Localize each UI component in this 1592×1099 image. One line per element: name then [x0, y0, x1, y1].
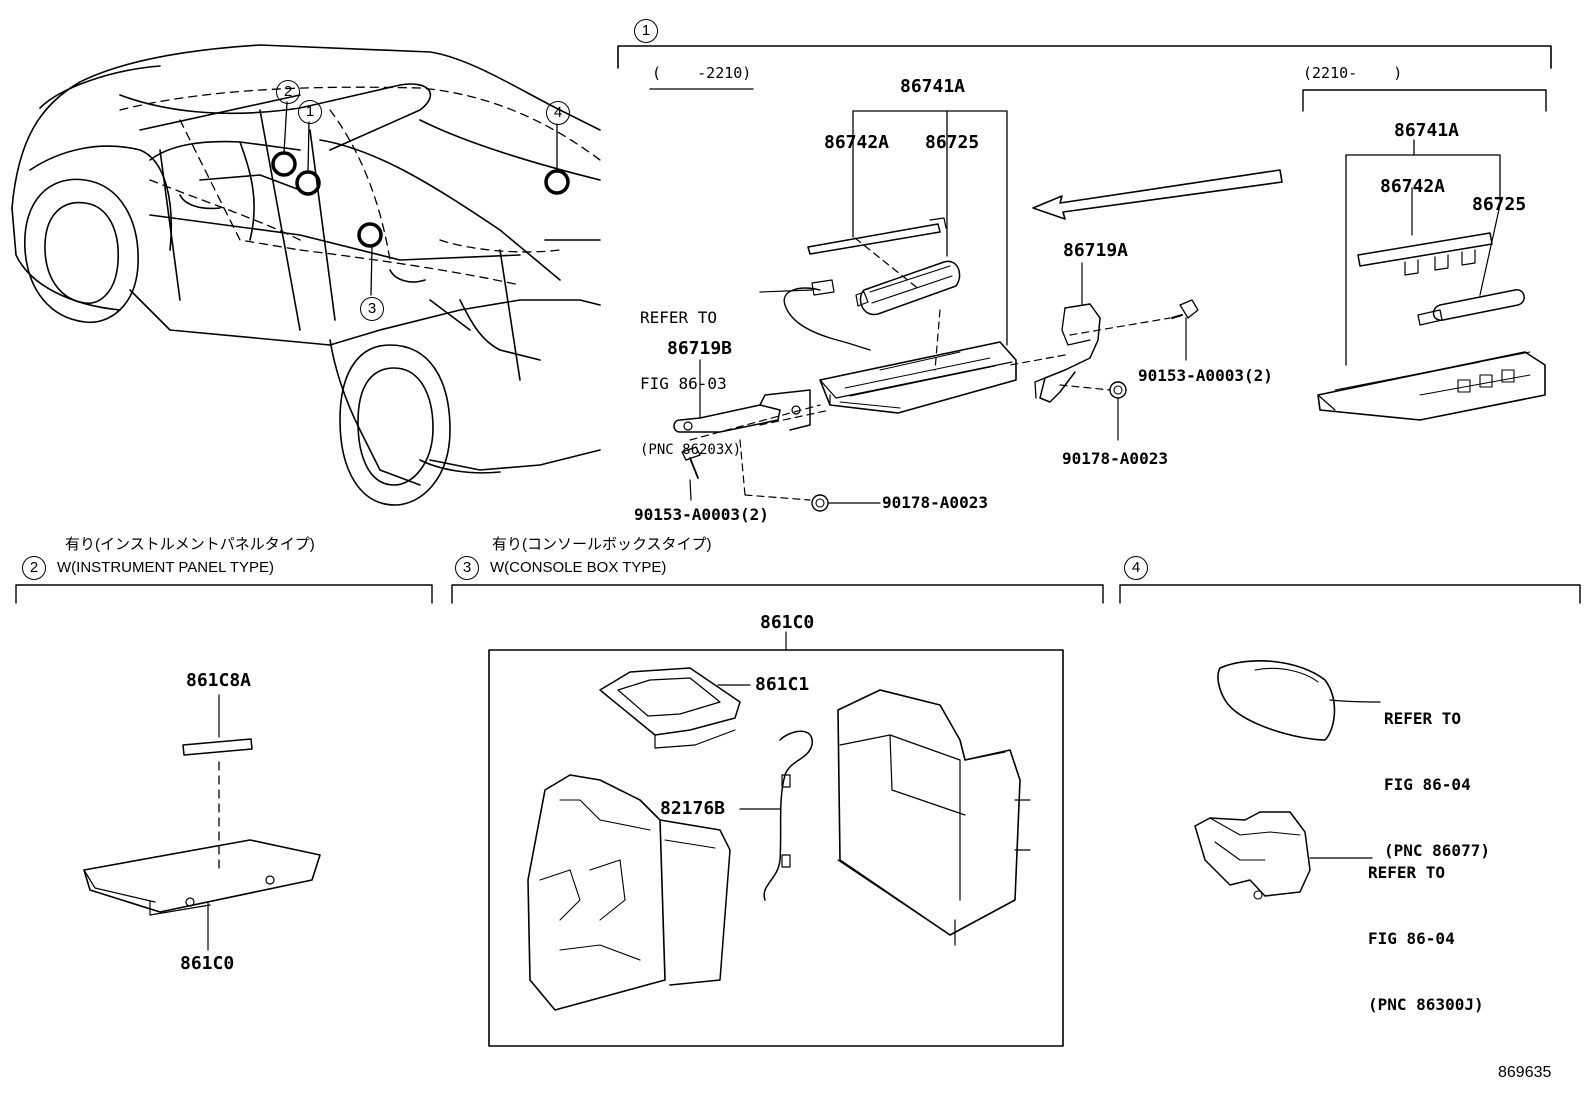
section-2-caption-jp: 有り(インストルメントパネルタイプ) [65, 536, 315, 553]
part-label-82176B: 82176B [660, 798, 726, 819]
part-antenna-cover [1217, 660, 1381, 741]
diagram-id: 869635 [1498, 1064, 1552, 1081]
part-label-86719A: 86719A [1063, 240, 1129, 261]
part-861C0-panel [83, 839, 321, 951]
part-90178-nut-left [811, 494, 881, 512]
reference-86077: REFER TO FIG 86-04 (PNC 86077) [1384, 664, 1490, 884]
part-label-90153-right: 90153-A0003(2) [1138, 366, 1273, 385]
part-90153-bolt-left [681, 446, 701, 501]
console-box-frame [488, 649, 1064, 1047]
reference-86300J: REFER TO FIG 86-04 (PNC 86300J) [1368, 818, 1484, 1038]
part-label-86725-late: 86725 [1472, 194, 1527, 215]
section-1-marker: 1 [634, 19, 658, 43]
range-label-late: (2210- ) [1303, 64, 1403, 82]
part-86719A-bracket [1034, 262, 1101, 403]
vehicle-callout-4: 4 [546, 101, 570, 125]
part-label-86742A: 86742A [824, 132, 890, 153]
part-label-86741A-late: 86741A [1394, 120, 1460, 141]
part-label-90153-left: 90153-A0003(2) [634, 505, 769, 524]
part-label-90178-right: 90178-A0023 [1062, 449, 1168, 468]
part-label-861C8A: 861C8A [186, 670, 252, 691]
part-86742A-plate-late [1357, 232, 1493, 276]
vehicle-callout-2: 2 [276, 80, 300, 104]
reference-86203X: REFER TO FIG 86-03 (PNC 86203X) [640, 263, 741, 483]
reference-line: FIG 86-04 [1384, 775, 1471, 794]
reference-line: (PNC 86300J) [1368, 995, 1484, 1014]
part-86725-module-late [1417, 289, 1525, 326]
reference-line: (PNC 86203X) [640, 442, 742, 458]
part-antenna-base [1194, 811, 1373, 900]
part-label-86741A: 86741A [900, 76, 966, 97]
part-82176B-harness [739, 730, 813, 901]
reference-line: REFER TO [1384, 709, 1462, 728]
vehicle-callout-1: 1 [298, 100, 322, 124]
part-861C1-tray [599, 667, 751, 749]
section-2-caption-en: W(INSTRUMENT PANEL TYPE) [57, 559, 274, 576]
section-4-marker: 4 [1124, 556, 1148, 580]
reference-line: (PNC 86077) [1384, 841, 1490, 860]
part-label-90178-left: 90178-A0023 [882, 493, 988, 512]
part-label-861C0-console: 861C0 [760, 612, 815, 633]
vehicle-callout-3: 3 [360, 297, 384, 321]
part-label-86719B: 86719B [667, 338, 733, 359]
part-label-86742A-late: 86742A [1380, 176, 1446, 197]
cable [783, 287, 871, 351]
part-86742A-plate [807, 223, 941, 255]
reference-line: REFER TO [1368, 863, 1446, 882]
reference-line: FIG 86-04 [1368, 929, 1455, 948]
direction-arrow [1032, 169, 1283, 220]
callout-leaders [283, 101, 558, 296]
part-label-861C0-panel: 861C0 [180, 953, 235, 974]
part-90178-nut-right [1109, 381, 1127, 441]
part-86741A-unit [819, 341, 1017, 414]
assembly-dashed-lines [689, 237, 1171, 501]
location-markers [271, 151, 570, 248]
reference-line: FIG 86-03 [640, 374, 727, 393]
part-861C8A-label [182, 738, 253, 756]
section-1-bracket [617, 45, 1552, 69]
vehicle-illustration [11, 44, 601, 506]
part-861C0-bracket-left [527, 774, 731, 1011]
section-3-caption-jp: 有り(コンソールボックスタイプ) [492, 536, 712, 553]
part-86725-module [855, 260, 961, 316]
part-90153-bolt-right [1171, 299, 1199, 361]
reference-line: REFER TO [640, 308, 718, 327]
section-2-marker: 2 [22, 556, 46, 580]
part-86719B-bracket [673, 359, 811, 433]
vehicle-interior-dashed [119, 86, 601, 286]
part-861C0-box-right [837, 689, 1031, 946]
range-label-early: ( -2210) [652, 64, 752, 82]
part-label-861C1: 861C1 [755, 674, 810, 695]
part-86741A-unit-late [1317, 351, 1546, 421]
section-3-marker: 3 [455, 556, 479, 580]
section-3-caption-en: W(CONSOLE BOX TYPE) [490, 559, 667, 576]
part-label-86725: 86725 [925, 132, 980, 153]
